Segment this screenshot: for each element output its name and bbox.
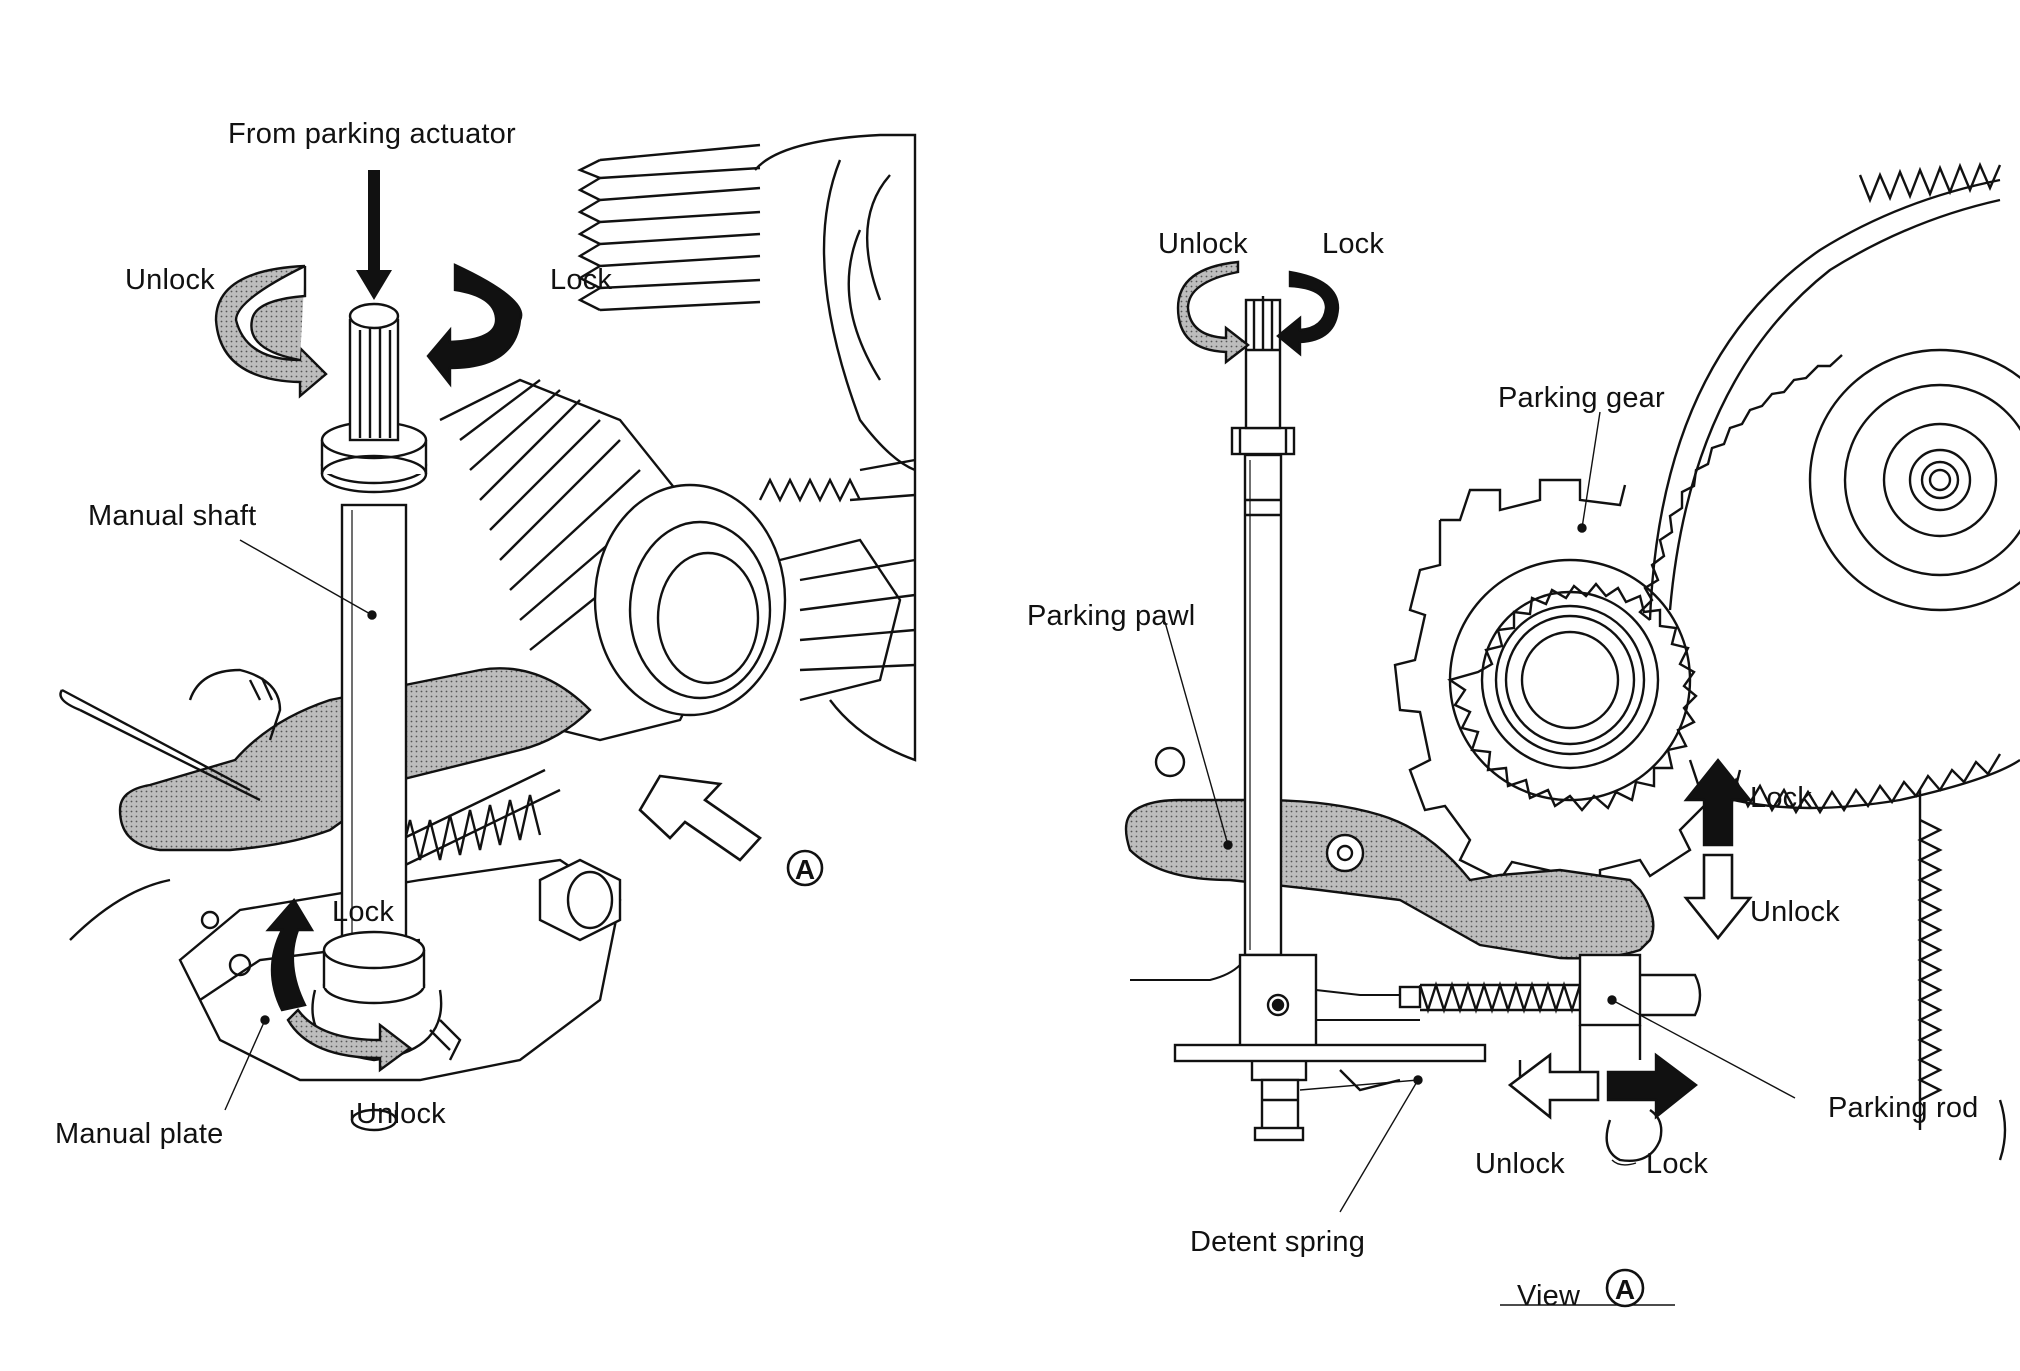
- label-left-unlock-top: Unlock: [125, 264, 215, 296]
- left-unlock-bottom-arrow: [286, 1008, 413, 1073]
- right-manual-shaft: [1230, 296, 1318, 1142]
- left-lock-bottom-arrow: [265, 897, 315, 1012]
- right-pawl-lock-arrow: [1683, 758, 1753, 847]
- right-rod-lock-arrow: [1606, 1052, 1698, 1120]
- label-right-unlock-pawl: Unlock: [1750, 896, 1840, 928]
- label-left-unlock-bottom: Unlock: [356, 1098, 446, 1130]
- left-manual-shaft: [311, 302, 462, 1132]
- left-view-marker: A: [786, 849, 824, 887]
- right-view: [1124, 161, 2020, 1306]
- left-detent-spring-rod: [59, 668, 282, 941]
- right-parking-rod: [1398, 953, 1702, 1092]
- right-lock-rotation-arrow: [1276, 270, 1340, 357]
- left-unlock-rotation-arrow: [214, 264, 328, 399]
- left-view-marker-text: A: [795, 854, 815, 885]
- left-lock-rotation-arrow: [426, 263, 523, 388]
- left-pinion-gear: [439, 378, 916, 742]
- right-unlock-rotation-arrow: [1176, 260, 1250, 365]
- label-right-lock-top: Lock: [1322, 228, 1385, 260]
- label-manual-shaft: Manual shaft: [88, 500, 257, 532]
- label-detent-spring: Detent spring: [1190, 1226, 1366, 1258]
- right-pivot-hole: [1154, 746, 1186, 778]
- right-leader-lines: [1164, 411, 1796, 1306]
- right-view-marker: A: [1605, 1268, 1645, 1308]
- label-from-parking-actuator: From parking actuator: [228, 118, 516, 150]
- label-right-unlock-rod: Unlock: [1475, 1148, 1565, 1180]
- label-view-caption: View: [1517, 1280, 1581, 1312]
- left-actuator-arrow: [356, 170, 392, 300]
- right-pawl-unlock-arrow: [1683, 853, 1753, 941]
- label-right-unlock-top: Unlock: [1158, 228, 1248, 260]
- left-helical-gear-top: [577, 143, 761, 312]
- left-large-gear: [754, 133, 917, 762]
- left-spring: [394, 768, 561, 872]
- label-parking-gear: Parking gear: [1498, 382, 1665, 414]
- label-parking-pawl: Parking pawl: [1027, 600, 1196, 632]
- label-left-lock-top: Lock: [550, 264, 613, 296]
- right-rod-unlock-arrow: [1507, 1052, 1600, 1120]
- left-view-a-arrow: [638, 774, 762, 862]
- label-manual-plate: Manual plate: [55, 1118, 224, 1150]
- left-view: [59, 133, 917, 1132]
- right-parking-gear: [1393, 478, 1742, 894]
- right-view-marker-text: A: [1615, 1274, 1635, 1305]
- right-detent-spring: [1173, 1043, 1487, 1092]
- label-left-lock-bottom: Lock: [332, 896, 395, 928]
- label-right-lock-pawl: Lock: [1750, 782, 1813, 814]
- label-parking-rod: Parking rod: [1828, 1092, 1979, 1124]
- right-rod-nut: [1605, 1109, 1663, 1162]
- label-right-lock-rod: Lock: [1646, 1148, 1709, 1180]
- right-pawl-pin: [1325, 833, 1365, 873]
- left-leader-lines: [224, 539, 377, 1111]
- right-parking-pawl: [1124, 798, 1655, 960]
